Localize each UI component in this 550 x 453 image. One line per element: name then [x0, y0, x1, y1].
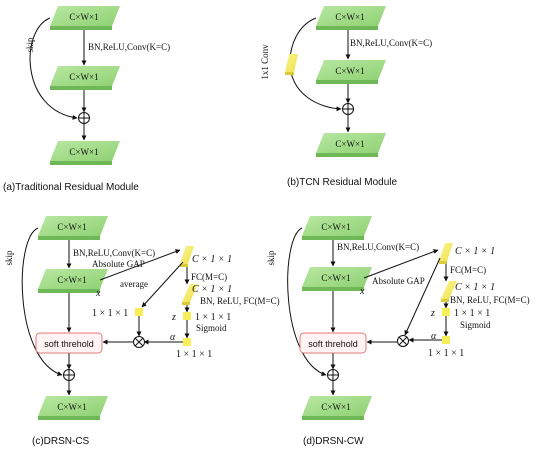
block-d-out: C×W×1: [302, 396, 372, 420]
block-b-mid: C×W×1: [316, 60, 386, 84]
soft-threshold-label: soft threhold: [308, 339, 358, 349]
z-label: z: [430, 308, 435, 319]
fc1-label: FC(M=C): [450, 265, 486, 275]
gap-label: Absolute GAP: [92, 259, 145, 269]
block-b-out: C×W×1: [316, 133, 386, 157]
caption-d: (d)DRSN-CW: [303, 436, 364, 447]
block-label: C×W×1: [69, 72, 98, 82]
block-label: C×W×1: [57, 275, 86, 285]
z-dim-label: 1 × 1 × 1: [454, 308, 490, 319]
block-a-top: C×W×1: [50, 6, 120, 30]
skip-connection: [29, 17, 78, 120]
bn-label: BN, ReLU, FC(M=C): [450, 295, 530, 305]
conv-label: BN,ReLU,Conv(K=C): [350, 38, 432, 48]
caption-c: (c)DRSN-CS: [32, 436, 90, 447]
caption-a: (a)Traditional Residual Module: [3, 182, 139, 193]
conv-label: BN,ReLU,Conv(K=C): [337, 242, 419, 252]
block-a-mid: C×W×1: [50, 66, 120, 90]
block-d-top: C×W×1: [302, 216, 372, 240]
gap-arrow: [99, 249, 181, 281]
conv-label: BN,ReLU,Conv(K=C): [73, 248, 155, 258]
avg-dim-label: 1 × 1 × 1: [92, 308, 128, 319]
alpha-label: α: [431, 331, 437, 342]
block-label: C×W×1: [335, 66, 364, 76]
panel-c: C×W×1 C×W×1 C×W×1 skip BN,ReLU,Conv(K=C)…: [4, 216, 280, 447]
block-c-top: C×W×1: [38, 216, 108, 240]
yellow-block-d-top: [439, 243, 453, 264]
alpha-label: α: [170, 332, 176, 343]
block-label: C×W×1: [321, 273, 350, 283]
alpha-node: [442, 336, 450, 344]
bn-label: BN, ReLU, FC(M=C): [200, 296, 280, 306]
panel-d: C×W×1 C×W×1 C×W×1 skip BN,ReLU,Conv(K=C)…: [266, 216, 530, 447]
panel-a: C×W×1 C×W×1 C×W×1 skip BN,ReLU,Conv(K=C)…: [3, 6, 170, 193]
soft-threshold-box: soft threhold: [35, 332, 103, 354]
alpha-dim-label: 1 × 1 × 1: [176, 349, 212, 360]
skip-label: skip: [4, 250, 14, 266]
c11-top-label: C × 1 × 1: [455, 246, 495, 257]
gap-label: Absolute GAP: [372, 276, 425, 286]
gap-arrow: [363, 249, 439, 279]
alpha-node: [183, 338, 191, 346]
block-label: C×W×1: [69, 147, 98, 157]
block-label: C×W×1: [335, 12, 364, 22]
panel-b: C×W×1 C×W×1 C×W×1 1x1 Conv BN,ReLU,Conv(…: [260, 6, 432, 188]
yellow-block-c-top: [180, 246, 194, 267]
caption-b: (b)TCN Residual Module: [287, 177, 397, 188]
skip-label: skip: [266, 250, 276, 266]
block-label: C×W×1: [69, 12, 98, 22]
block-label: C×W×1: [57, 402, 86, 412]
block-d-mid: C×W×1: [302, 267, 372, 291]
c11-mid-label: C × 1 × 1: [455, 282, 495, 293]
skip-connection: [287, 227, 327, 376]
soft-threshold-label: soft threhold: [44, 339, 94, 349]
average-label: average: [120, 279, 148, 289]
c11-top-label: C × 1 × 1: [192, 254, 232, 265]
block-label: C×W×1: [57, 222, 86, 232]
yellow-block-c-mid: [182, 284, 198, 305]
block-label: C×W×1: [321, 222, 350, 232]
yellow-block-d-mid: [441, 281, 457, 302]
sigmoid-label: Sigmoid: [196, 323, 227, 333]
alpha-dim-label: 1 × 1 × 1: [428, 348, 464, 359]
z-node: [183, 312, 191, 320]
sigmoid-label: Sigmoid: [460, 320, 491, 330]
branch-arrow: [404, 257, 441, 336]
c11-mid-label: C × 1 × 1: [192, 284, 232, 295]
side-conv-label: 1x1 Conv: [260, 44, 270, 80]
z-dim-label: 1 × 1 × 1: [195, 312, 231, 323]
block-label: C×W×1: [321, 402, 350, 412]
soft-threshold-box: soft threhold: [299, 332, 367, 354]
avg-node: [135, 308, 143, 316]
block-label: C×W×1: [335, 139, 364, 149]
average-arrow: [141, 261, 184, 308]
z-label: z: [171, 312, 176, 323]
block-a-out: C×W×1: [50, 141, 120, 165]
skip-label: skip: [25, 37, 35, 53]
block-b-top: C×W×1: [316, 6, 386, 30]
z-node: [442, 308, 450, 316]
conv-label: BN,ReLU,Conv(K=C): [88, 42, 170, 52]
x-label: x: [359, 286, 365, 297]
x-label: x: [95, 288, 101, 299]
block-c-mid: C×W×1: [38, 269, 108, 293]
conv1x1-block: [285, 54, 298, 75]
fc1-label: FC(M=C): [191, 272, 227, 282]
block-c-out: C×W×1: [38, 396, 108, 420]
skip-connection: [21, 227, 63, 377]
